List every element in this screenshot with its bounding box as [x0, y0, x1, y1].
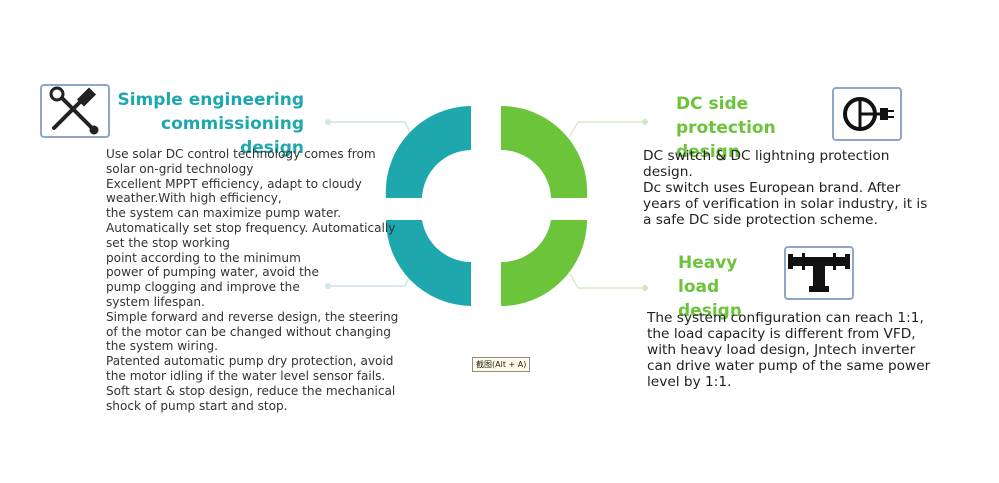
left-body-line: system lifespan.	[106, 294, 205, 309]
ring-segment-top-right	[501, 105, 588, 198]
right-top-title-line1: DC side	[676, 94, 749, 114]
right-top-title-line2: protection design	[676, 118, 776, 162]
left-body-line: Simple forward and reverse design, the s…	[106, 309, 399, 324]
left-body-line: point according to the minimum	[106, 250, 301, 265]
right-top-body-line: DC switch & DC lightning protection	[643, 148, 890, 164]
left-body-line: Patented automatic pump dry protection, …	[106, 354, 394, 369]
left-body-line: Use solar DC control technology comes fr…	[106, 147, 376, 161]
tools-icon	[40, 84, 110, 138]
left-body-line: the system can maximize pump water.	[106, 206, 342, 221]
left-body-line: solar on-grid technology	[106, 161, 254, 176]
left-body-line: set the stop working	[106, 235, 230, 250]
pipe-tee-icon	[784, 246, 854, 300]
right-top-body-line: a safe DC side protection scheme.	[643, 212, 878, 228]
right-top-body-line: design.	[643, 164, 693, 180]
power-plug-icon	[832, 87, 902, 141]
left-body-line: the system wiring.	[106, 339, 219, 354]
right-top-description: DC switch & DC lightning protection desi…	[643, 148, 943, 228]
left-body-line: power of pumping water, avoid the	[106, 265, 319, 280]
left-body-line: Soft start & stop design, reduce the mec…	[106, 383, 396, 398]
left-body-line: Excellent MPPT efficiency, adapt to clou…	[106, 176, 362, 191]
left-body-line: Automatically set stop frequency. Automa…	[106, 220, 396, 235]
right-top-body-line: years of verification in solar industry,…	[643, 196, 928, 212]
left-title-line1: Simple engineering	[117, 90, 304, 110]
right-bottom-description: The system configuration can reach 1:1, …	[647, 310, 947, 390]
right-top-body-line: Dc switch uses European brand. After	[643, 180, 901, 196]
screenshot-tooltip: 截图(Alt + A)	[472, 357, 531, 372]
ring-segment-top-left	[385, 106, 471, 198]
connector-lines	[325, 119, 648, 291]
left-body-line: shock of pump start and stop.	[106, 398, 288, 413]
left-body-line: pump clogging and improve the	[106, 280, 300, 295]
left-title: Simple engineering commissioning design	[114, 88, 304, 160]
right-bottom-title: Heavy load design	[678, 251, 788, 323]
right-top-title: DC side protection design	[676, 92, 836, 164]
right-bottom-body-line: the load capacity is different from VFD,	[647, 326, 916, 342]
left-title-line2: commissioning design	[161, 114, 304, 158]
right-bottom-body-line: The system configuration can reach 1:1,	[647, 310, 924, 326]
left-body-line: the motor idling if the water level sens…	[106, 368, 386, 383]
left-body-line: weather.With high efficiency,	[106, 191, 282, 206]
right-bottom-body-line: level by 1:1.	[647, 374, 732, 390]
right-bottom-body-line: with heavy load design, Jntech inverter	[647, 342, 916, 358]
right-bottom-body-line: can drive water pump of the same power	[647, 358, 931, 374]
left-description: Use solar DC control technology comes fr…	[106, 147, 399, 413]
ring-segment-bottom-right	[501, 220, 587, 306]
right-bottom-title-line2: load design	[678, 277, 742, 321]
left-body-line: of the motor can be changed without chan…	[106, 324, 391, 339]
ring-segment-bottom-left	[386, 220, 471, 306]
right-bottom-title-line1: Heavy	[678, 253, 738, 273]
